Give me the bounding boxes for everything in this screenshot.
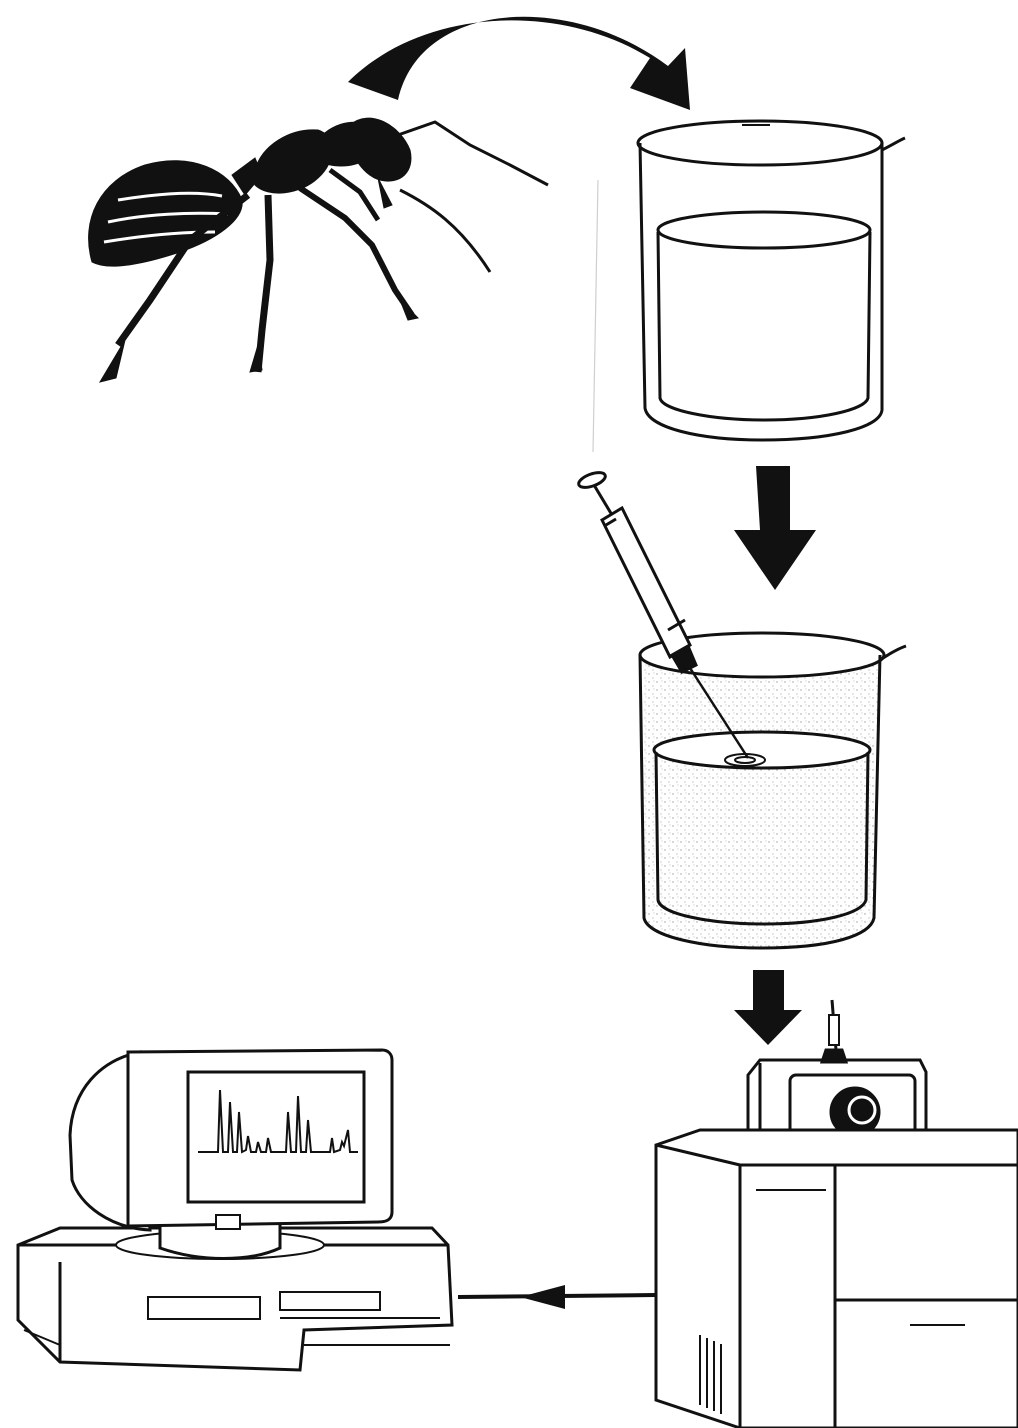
beaker-solvent-icon bbox=[638, 121, 905, 440]
curved-arrow-icon bbox=[348, 17, 690, 110]
down-arrow-icon bbox=[734, 466, 816, 590]
down-arrow-small-icon bbox=[734, 970, 802, 1045]
guide-line bbox=[593, 180, 598, 452]
left-arrow-icon bbox=[458, 1285, 656, 1309]
ant-icon bbox=[89, 118, 548, 382]
gas-chromatograph-icon bbox=[656, 1130, 1018, 1428]
computer-chromatogram-icon bbox=[18, 1050, 452, 1370]
beaker-syringe-icon bbox=[640, 633, 906, 948]
